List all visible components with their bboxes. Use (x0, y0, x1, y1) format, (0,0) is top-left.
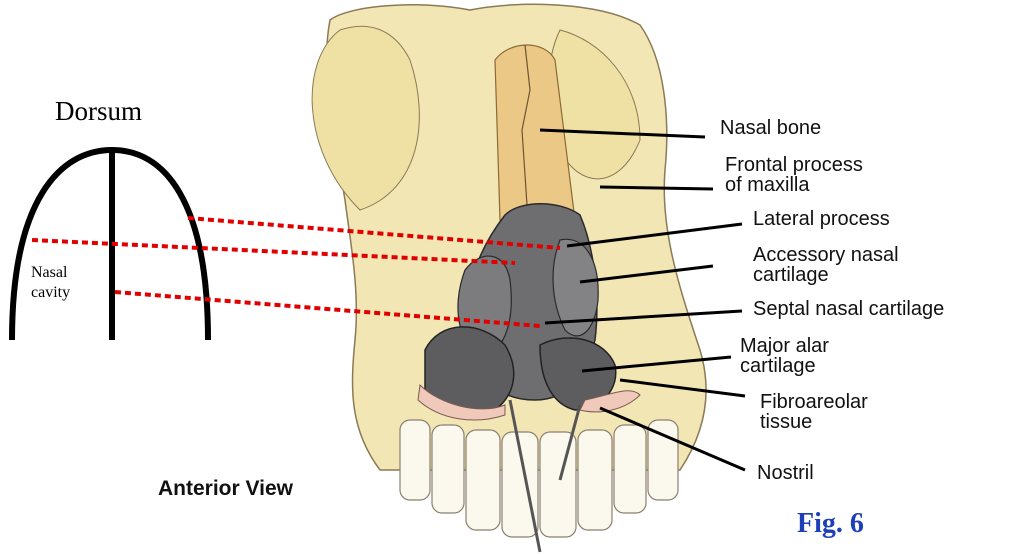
nasal-cavity-label-line1: Nasal (31, 263, 70, 283)
dorsum-label: Dorsum (55, 96, 142, 127)
label-fibroareolar-2: tissue (760, 412, 812, 432)
label-septal-nasal: Septal nasal cartilage (753, 299, 944, 319)
label-accessory-nasal-1: Accessory nasal (753, 245, 899, 265)
figure-number: Fig. 6 (797, 508, 864, 540)
view-label: Anterior View (158, 477, 293, 501)
label-accessory-nasal-2: cartilage (753, 265, 829, 285)
label-lateral-process: Lateral process (753, 209, 890, 229)
dorsum-arch-diagram (12, 150, 208, 340)
label-major-alar-1: Major alar (740, 336, 829, 356)
label-nostril: Nostril (757, 463, 814, 483)
nasal-cavity-label-line2: cavity (31, 283, 70, 303)
label-frontal-process-2: of maxilla (725, 175, 809, 195)
label-fibroareolar-1: Fibroareolar (760, 392, 868, 412)
nasal-cavity-label: Nasal cavity (31, 263, 70, 303)
label-major-alar-2: cartilage (740, 356, 816, 376)
label-frontal-process-1: Frontal process (725, 155, 863, 175)
label-nasal-bone: Nasal bone (720, 118, 821, 138)
